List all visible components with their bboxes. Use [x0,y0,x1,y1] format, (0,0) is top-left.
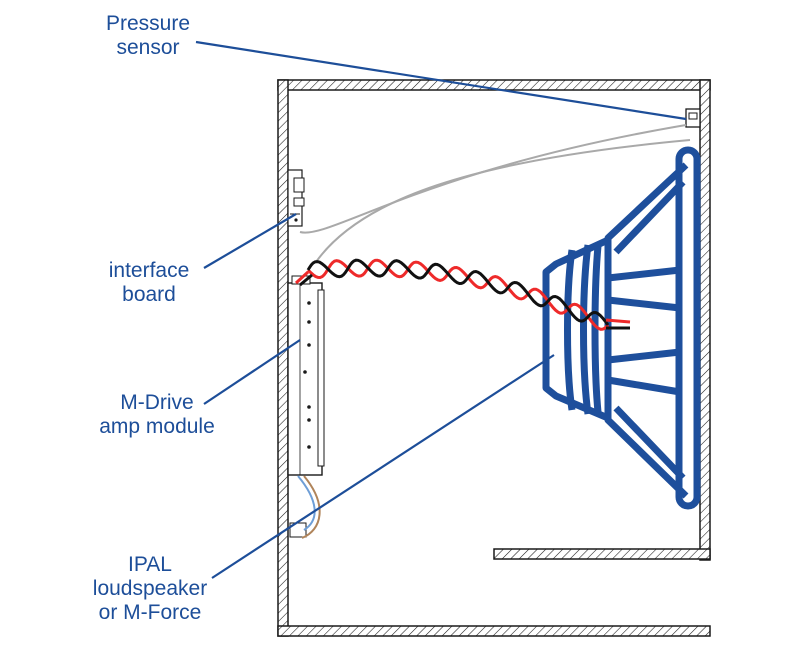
interface-board-label-line2: board [122,283,176,306]
cabinet-left-wall [277,79,289,637]
amp-module-icon [287,275,325,538]
amp-module-label-line2: amp module [99,415,215,438]
interface-board-label: interface board [94,259,204,307]
interface-board-label-line1: interface [108,259,190,282]
cabinet-bottom-wall [277,625,711,637]
leader-lines [195,40,687,579]
loudspeaker-label-line3: or M-Force [98,601,202,624]
amp-input-wires [297,475,321,539]
pressure-sensor-label-line1: Pressure [105,12,191,35]
sensor-cable [299,124,691,263]
amp-module-label-line1: M-Drive [120,391,194,414]
interface-board-leader [203,213,297,269]
loudspeaker-label: IPAL loudspeaker or M-Force [90,553,210,625]
speaker-cable [294,258,631,331]
pressure-sensor-leader [195,40,687,121]
loudspeaker-leader [211,354,555,579]
loudspeaker-label-line2: loudspeaker [92,577,208,600]
interface-board-icon [287,169,305,227]
loudspeaker-label-line1: IPAL [128,553,172,576]
amp-module-label: M-Drive amp module [96,391,218,439]
loudspeaker-driver-icon [542,146,701,510]
cabinet-right-wall [699,79,711,561]
amp-module-leader [203,339,301,405]
pressure-sensor-label: Pressure sensor [94,12,202,60]
cabinet-port-shelf [493,548,711,560]
pressure-sensor-label-line2: sensor [116,36,180,59]
pressure-sensor-icon [685,108,701,128]
